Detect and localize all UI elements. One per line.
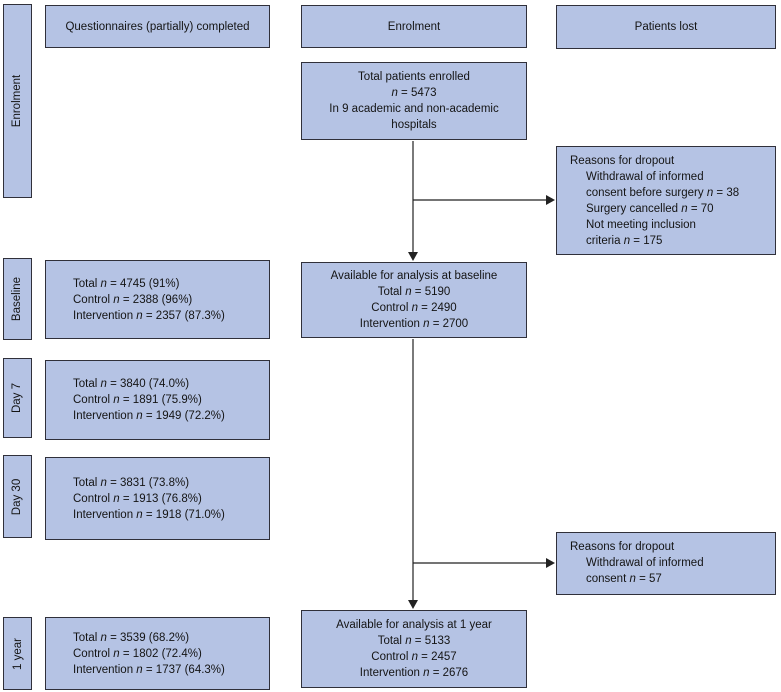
box-line: Control n = 2457 — [371, 651, 457, 663]
box-line: consent n = 57 — [586, 573, 662, 585]
box-line: consent before surgery n = 38 — [586, 187, 740, 199]
phase-label: 1 year — [11, 637, 24, 670]
box-line: Intervention n = 2357 (87.3%) — [73, 309, 225, 322]
box-lines: Withdrawal of informed consent n = 57 — [557, 555, 775, 587]
box-line: Total n = 4745 (91%) — [73, 277, 180, 290]
box-title: Reasons for dropout — [570, 541, 675, 553]
box-line: n = 5473 — [391, 87, 437, 99]
sidebar-phase-baseline: Baseline — [3, 258, 32, 340]
box-line: Not meeting inclusion — [586, 219, 696, 231]
box-line: Control n = 2490 — [371, 302, 457, 314]
box-line: Control n = 1891 (75.9%) — [73, 394, 202, 406]
box-line: criteria n = 175 — [586, 235, 663, 247]
box-line: Surgery cancelled n = 70 — [586, 203, 714, 215]
box-questionnaires-day7: Total n = 3840 (74.0%) Control n = 1891 (… — [45, 360, 270, 440]
box-dropout-before-baseline: Reasons for dropout Withdrawal of inform… — [556, 146, 776, 255]
sidebar-phase-day30: Day 30 — [3, 455, 32, 538]
box-lines: Withdrawal of informed consent before sur… — [557, 169, 775, 249]
arrow-right-icon — [413, 195, 555, 205]
sidebar-phase-enrolment: Enrolment — [3, 4, 32, 198]
box-total-enrolled: Total patients enrolled n = 5473 In 9 acad… — [301, 62, 527, 140]
arrow-right-icon — [413, 558, 555, 568]
box-lines: Total n = 3539 (68.2%) Control n = 1802 (… — [73, 630, 269, 678]
box-line: Available for analysis at baseline — [330, 270, 498, 282]
box-questionnaires-baseline: Total n = 4745 (91%) Control n = 2388 (96… — [45, 260, 270, 339]
box-line: Total n = 5133 — [377, 635, 451, 647]
box-lines: Total patients enrolled n = 5473 In 9 acad… — [302, 69, 526, 133]
sidebar-phase-day7: Day 7 — [3, 358, 32, 438]
column-header-label: Questionnaires (partially) completed — [65, 20, 250, 33]
arrow-down-icon — [408, 339, 418, 609]
column-header-questionnaires: Questionnaires (partially) completed — [45, 5, 270, 48]
phase-label: Day 7 — [11, 382, 24, 414]
column-header-label: Enrolment — [387, 20, 441, 33]
box-questionnaires-day30: Total n = 3831 (73.8%) Control n = 1913 (… — [45, 457, 270, 540]
arrow-down-icon — [408, 141, 418, 261]
column-header-enrolment: Enrolment — [301, 5, 527, 48]
box-line: Total n = 3539 (68.2%) — [73, 631, 190, 644]
box-lines: Total n = 3840 (74.0%) Control n = 1891 (… — [73, 376, 269, 424]
box-line: In 9 academic and non-academic — [329, 103, 499, 115]
box-line: Intervention n = 1737 (64.3%) — [73, 663, 225, 676]
box-line: Intervention n = 1918 (71.0%) — [73, 508, 225, 521]
column-header-label: Patients lost — [634, 21, 698, 33]
sidebar-phase-1year: 1 year — [3, 617, 32, 690]
phase-label: Day 30 — [11, 478, 24, 515]
box-line: Intervention n = 2700 — [359, 318, 469, 330]
box-line: Intervention n = 1949 (72.2%) — [73, 410, 225, 422]
box-title: Reasons for dropout — [570, 155, 675, 167]
box-lines: Total n = 3831 (73.8%) Control n = 1913 (… — [73, 475, 269, 523]
box-line: Withdrawal of informed — [586, 557, 704, 569]
box-lines: Total n = 4745 (91%) Control n = 2388 (96… — [73, 276, 269, 324]
box-line: Control n = 1802 (72.4%) — [73, 647, 202, 660]
phase-label: Enrolment — [11, 74, 24, 128]
box-line: Control n = 1913 (76.8%) — [73, 492, 202, 505]
phase-label: Baseline — [11, 276, 24, 322]
box-line: Withdrawal of informed — [586, 171, 704, 183]
box-questionnaires-1year: Total n = 3539 (68.2%) Control n = 1802 (… — [45, 617, 270, 690]
box-line: Total n = 3831 (73.8%) — [73, 476, 190, 489]
box-dropout-before-1year: Reasons for dropout Withdrawal of inform… — [556, 532, 776, 595]
box-line: Total n = 3840 (74.0%) — [73, 378, 190, 390]
column-header-patients-lost: Patients lost — [556, 5, 776, 49]
box-line: Total patients enrolled — [358, 71, 470, 83]
box-line: Total n = 5190 — [377, 286, 451, 298]
box-line: Control n = 2388 (96%) — [73, 293, 193, 306]
box-line: Intervention n = 2676 — [359, 667, 469, 679]
box-line: Available for analysis at 1 year — [336, 619, 492, 631]
box-line: hospitals — [391, 119, 437, 131]
